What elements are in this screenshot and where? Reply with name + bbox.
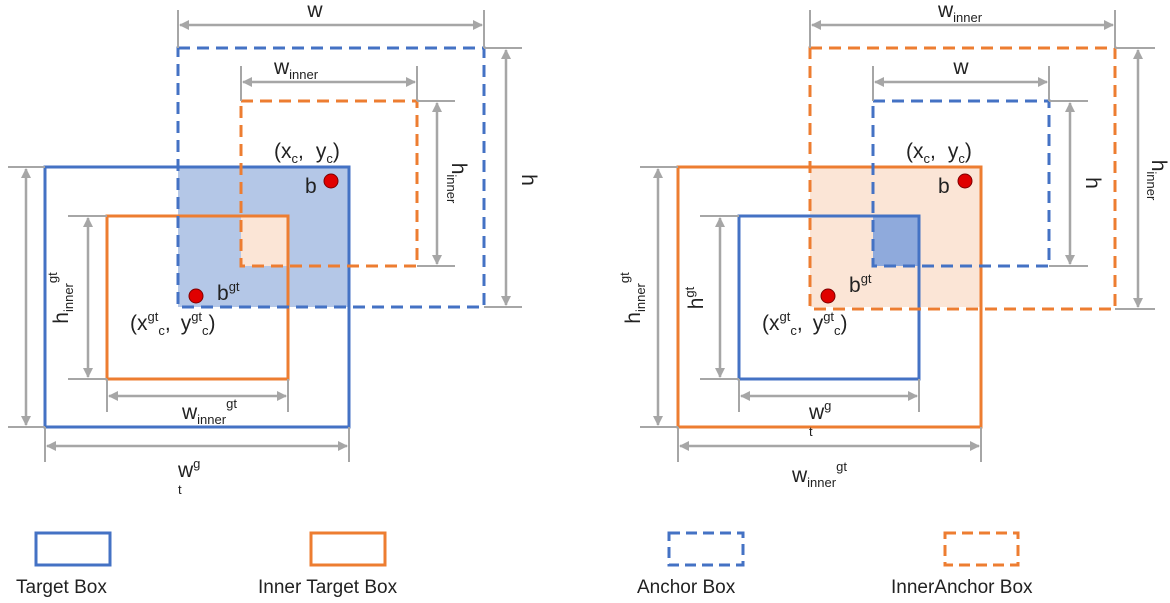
right-point-b-icon [957, 173, 973, 189]
left-dimension-arrows [21, 20, 511, 451]
left-h-label: h [517, 174, 540, 186]
legend-inner-anchor-box-label: InnerAnchor Box [891, 577, 1033, 598]
legend-anchor-box-label: Anchor Box [637, 577, 736, 598]
right-target-box [737, 214, 921, 381]
left-gt-center-label: (xgtc,ygtc) [130, 309, 216, 338]
left-target-box [43, 165, 351, 429]
legend-inner-target-box-label: Inner Target Box [258, 577, 398, 598]
left-w-inner-gt-label: winnergt [181, 396, 237, 427]
right-h-gt-label: hgt [682, 286, 708, 309]
right-inner-target-box [676, 165, 983, 429]
right-extension-lines [640, 10, 1155, 462]
legend-anchor-box-swatch [667, 531, 745, 567]
right-h-inner-gt-label: hinnergt [617, 272, 648, 324]
left-point-b-icon [323, 173, 339, 189]
left-anchor-box [176, 46, 486, 309]
left-panel: w winner hinner h (xc,yc) b bgt (xgtc,yg… [8, 0, 540, 497]
left-point-b-label: b [305, 175, 317, 198]
right-gt-center-label: (xgtc,ygtc) [762, 309, 848, 338]
right-dimension-arrows [653, 20, 1143, 451]
left-point-bgt-label: bgt [217, 279, 240, 305]
legend-inner-anchor-box-swatch [943, 531, 1020, 567]
left-extension-lines [8, 10, 522, 462]
legend-target-box-swatch [34, 531, 112, 567]
right-w-gt-label: wg [808, 398, 831, 424]
right-anchor-box [871, 99, 1051, 268]
right-point-bgt-label: bgt [849, 271, 872, 297]
right-w-gt-sub-label: t [809, 424, 813, 439]
left-inner-target-box [105, 214, 290, 381]
right-h-label: h [1081, 177, 1104, 189]
left-point-bgt-icon [188, 288, 204, 304]
legend: Target Box Inner Target Box Anchor Box I… [16, 531, 1033, 598]
right-point-bgt-icon [820, 288, 836, 304]
left-h-inner-gt-label: hinnergt [45, 272, 76, 324]
right-inner-intersection-fill [873, 216, 919, 266]
right-w-inner-gt-label: winnergt [791, 459, 847, 490]
right-w-label: w [952, 56, 969, 79]
left-w-label: w [306, 0, 323, 22]
left-h-inner-label: hinner [444, 163, 470, 204]
legend-target-box-label: Target Box [16, 577, 107, 598]
left-w-gt-sub-label: t [178, 482, 182, 497]
legend-inner-target-box-swatch [309, 531, 387, 567]
right-center-label: (xc,yc) [906, 140, 972, 166]
right-point-b-label: b [938, 175, 950, 198]
left-center-label: (xc,yc) [274, 140, 340, 166]
left-inner-anchor-box [239, 99, 419, 268]
right-w-inner-label: winner [937, 0, 983, 25]
left-inner-intersection-fill [241, 216, 288, 266]
left-w-inner-label: winner [273, 56, 319, 82]
left-w-gt-label: wg [177, 456, 200, 482]
right-panel: winner w h hinner (xc,yc) b bgt (xgtc,yg… [617, 0, 1170, 490]
right-h-inner-label: hinner [1144, 160, 1170, 201]
right-inner-anchor-box [808, 46, 1117, 311]
